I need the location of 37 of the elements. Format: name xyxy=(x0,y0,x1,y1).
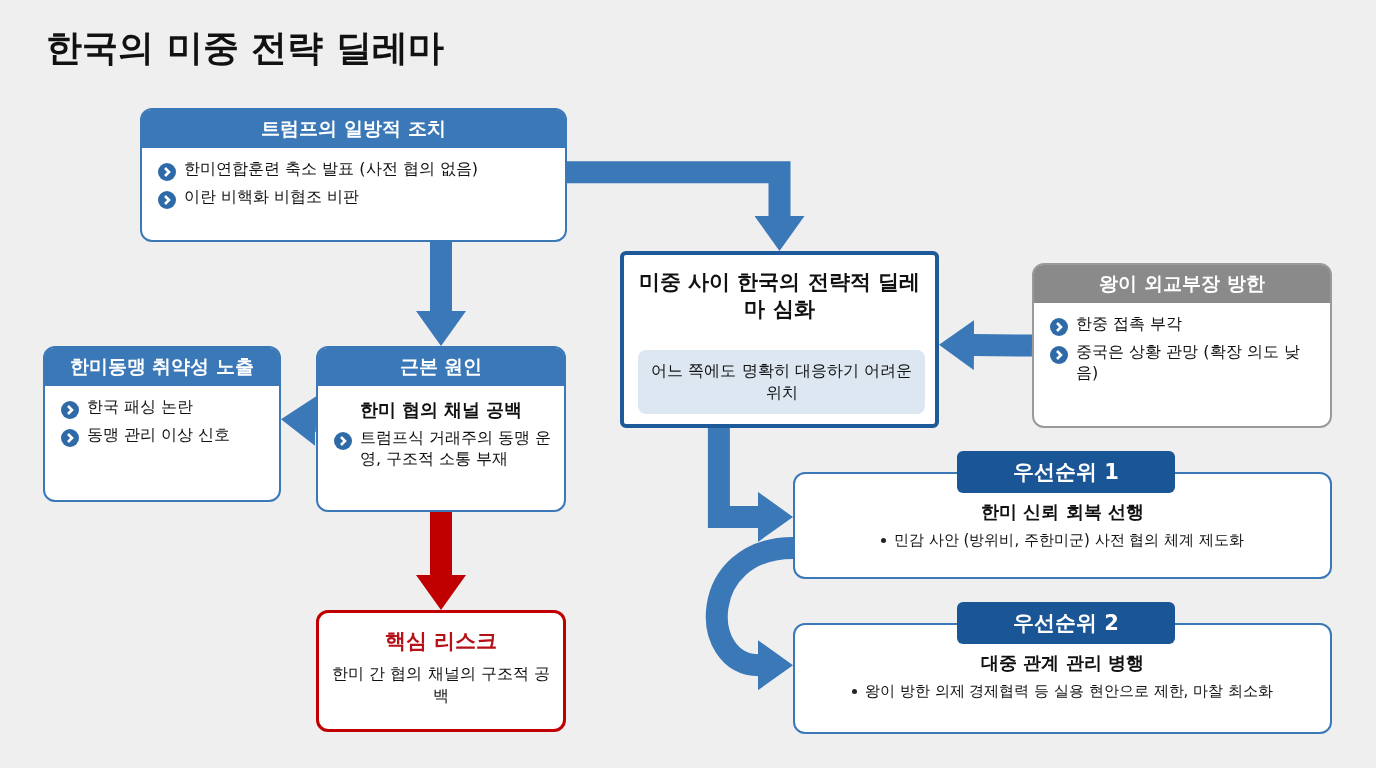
box-title: 핵심 리스크 xyxy=(384,628,498,655)
note-box xyxy=(638,350,925,414)
bullet-text: 민감 사안 (방위비, 주한미군) 사전 협의 체계 제도화 xyxy=(894,531,1244,550)
box-title: 대중 관계 관리 병행 xyxy=(981,651,1144,675)
header-bar: 왕이 외교부장 방한 xyxy=(1034,265,1330,303)
priority-tab: 우선순위 2 xyxy=(957,602,1175,644)
arrow xyxy=(416,241,466,346)
arrow xyxy=(567,161,805,251)
process-box xyxy=(620,251,939,428)
process-box xyxy=(140,108,567,242)
header-bar: 근본 원인 xyxy=(318,348,564,386)
header-bar: 한미동맹 취약성 노출 xyxy=(45,348,279,386)
box-title: 미중 사이 한국의 전략적 딜레마 심화 xyxy=(637,269,922,324)
process-box xyxy=(43,346,281,502)
body-text: 어느 쪽에도 명확히 대응하기 어려운 위치 xyxy=(650,360,913,404)
process-box xyxy=(1032,263,1332,428)
arrow xyxy=(707,428,793,542)
box-title: 한미 협의 채널 공백 xyxy=(359,398,523,422)
process-box xyxy=(316,346,566,512)
priority-tab: 우선순위 1 xyxy=(957,451,1175,493)
bullet-text: 한미연합훈련 축소 발표 (사전 협의 없음) xyxy=(184,159,478,180)
box-title: 한미 신뢰 회복 선행 xyxy=(981,500,1144,524)
header-bar: 트럼프의 일방적 조치 xyxy=(142,110,565,148)
arrow xyxy=(939,320,1033,371)
bullet-text: 트럼프식 거래주의 동맹 운영, 구조적 소통 부재 xyxy=(360,428,553,470)
bullet-text: 한국 패싱 논란 xyxy=(87,397,194,418)
body-text: 한미 간 협의 채널의 구조적 공백 xyxy=(331,663,551,707)
bullet-text: 이란 비핵화 비협조 비판 xyxy=(184,187,360,208)
arrow xyxy=(416,512,466,610)
bullet-text: 동맹 관리 이상 신호 xyxy=(87,425,231,446)
diagram-title: 한국의 미중 전략 딜레마 xyxy=(46,26,444,70)
bullet-text: 중국은 상황 관망 (확장 의도 낮음) xyxy=(1076,342,1301,384)
risk-box xyxy=(316,610,566,732)
arrow xyxy=(281,395,317,446)
arrow xyxy=(706,537,795,690)
bullet-text: 한중 접촉 부각 xyxy=(1076,314,1183,335)
bullet-text: 왕이 방한 의제 경제협력 등 실용 현안으로 제한, 마찰 최소화 xyxy=(865,682,1273,701)
